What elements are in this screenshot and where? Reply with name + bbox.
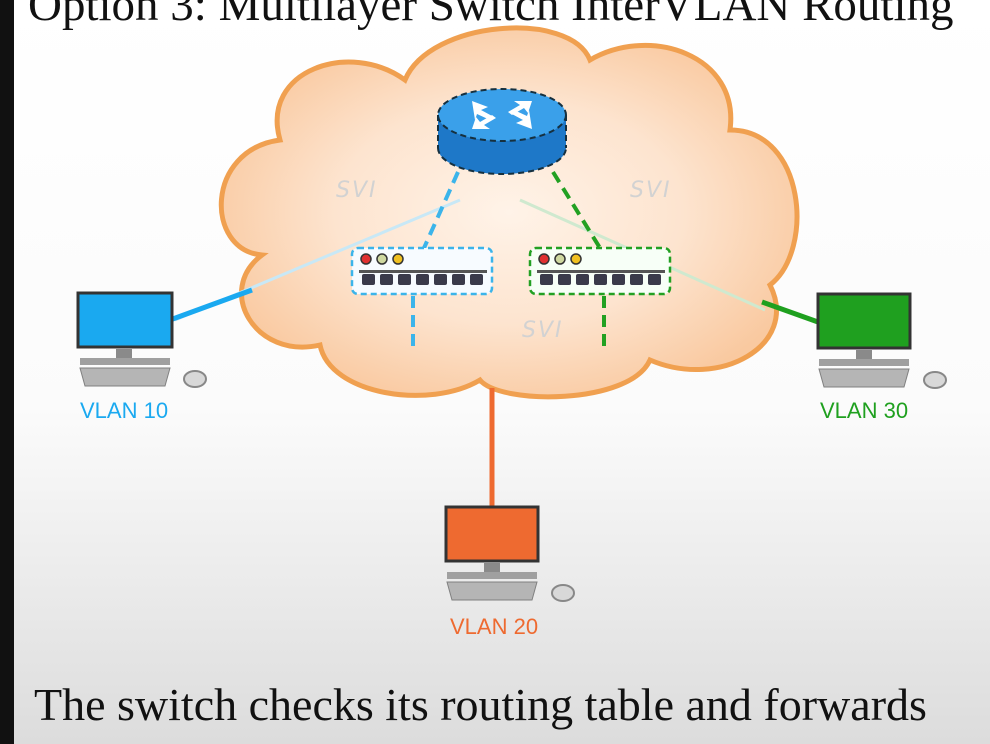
mouse-icon (183, 370, 207, 388)
router-link-vlan30 (551, 170, 602, 250)
router-link-vlan10 (422, 171, 460, 249)
svi-label: SVI (522, 318, 564, 343)
svi-label: SVI (630, 178, 672, 203)
link-vlan10 (169, 287, 253, 323)
computer-icon (444, 505, 575, 602)
switch-icon (350, 246, 494, 296)
host-label-vlan10: VLAN 10 (80, 398, 168, 423)
svi-label: SVI (336, 178, 378, 203)
computer-icon (76, 291, 207, 388)
mouse-icon (551, 584, 575, 602)
link-vlan30 (761, 299, 819, 325)
host-label-vlan20: VLAN 20 (450, 614, 538, 639)
computer-icon (816, 292, 947, 389)
left-border (0, 0, 14, 744)
slide-caption: The switch checks its routing table and … (34, 679, 927, 730)
host-label-vlan30: VLAN 30 (820, 398, 908, 423)
cloud-shape (218, 25, 800, 400)
switch-icon (528, 246, 672, 296)
router-icon (437, 88, 567, 175)
slide-title: Option 3: Multilayer Switch InterVLAN Ro… (28, 0, 954, 31)
mouse-icon (923, 371, 947, 389)
